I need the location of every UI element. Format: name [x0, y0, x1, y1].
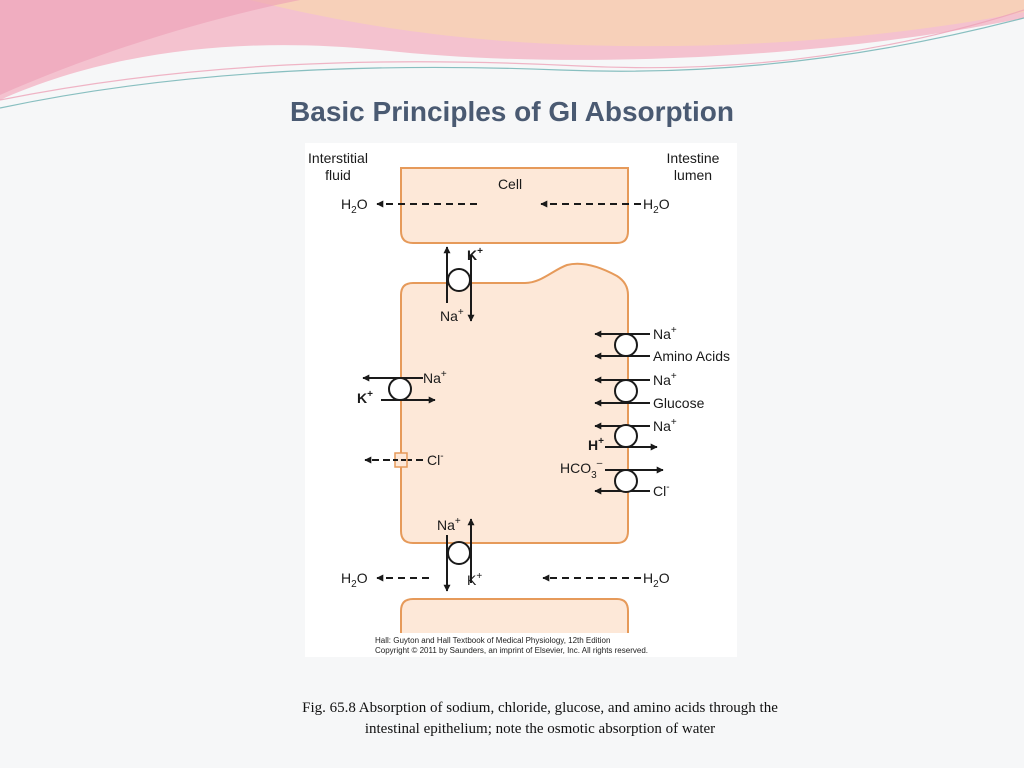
bottom-pump-na-label: Na+ — [437, 516, 461, 533]
bottom-pump-k-label: K+ — [467, 571, 482, 588]
top-cell — [400, 167, 629, 244]
water-label-top-right: H2O — [643, 196, 670, 216]
lumen-label: lumen — [674, 167, 712, 183]
caption-line: intestinal epithelium; note the osmotic … — [364, 721, 716, 737]
glucose-label: Glucose — [653, 395, 705, 411]
absorption-diagram: Interstitial fluid Intestine lumen Cell … — [308, 150, 730, 655]
left-pump-na-label: Na+ — [423, 369, 447, 386]
h-label: H+ — [588, 436, 604, 453]
left-pump-k-label: K+ — [357, 389, 373, 406]
slide-title: Basic Principles of GI Absorption — [290, 96, 734, 127]
figure-credit: Hall: Guyton and Hall Textbook of Medica… — [375, 636, 610, 645]
interstitial-label: Interstitial — [308, 150, 368, 166]
figure-caption: Fig. 65.8 Absorption of sodium, chloride… — [240, 698, 840, 740]
bottom-pump-carrier — [447, 541, 471, 565]
amino-acid-carrier — [614, 333, 638, 357]
top-pump-carrier — [447, 268, 471, 292]
hco3-cl-exchanger-carrier — [614, 469, 638, 493]
left-pump-carrier — [388, 377, 412, 401]
interstitial-label: fluid — [325, 167, 351, 183]
exchanger-cl-label: Cl- — [653, 482, 670, 499]
water-label-bottom-right: H2O — [643, 570, 670, 590]
figure-credit: Copyright © 2011 by Saunders, an imprint… — [375, 646, 648, 655]
bottom-cell — [400, 598, 629, 633]
amino-cotransporter-na-label: Na+ — [653, 325, 677, 342]
chloride-label: Cl- — [427, 451, 444, 468]
main-cell — [400, 262, 629, 544]
cell-label: Cell — [498, 176, 522, 192]
glucose-carrier — [614, 379, 638, 403]
na-h-exchanger-na-label: Na+ — [653, 417, 677, 434]
water-label-bottom-left: H2O — [341, 570, 368, 590]
top-pump-na-label: Na+ — [440, 307, 464, 324]
hco3-label: HCO3– — [560, 458, 603, 481]
caption-line: Fig. 65.8 Absorption of sodium, chloride… — [302, 700, 778, 716]
na-h-exchanger-carrier — [614, 424, 638, 448]
water-label-top-left: H2O — [341, 196, 368, 216]
figure-panel: Interstitial fluid Intestine lumen Cell … — [305, 143, 737, 657]
top-pump-k-label: K+ — [467, 246, 483, 263]
glucose-cotransporter-na-label: Na+ — [653, 371, 677, 388]
amino-acids-label: Amino Acids — [653, 348, 730, 364]
lumen-label: Intestine — [667, 150, 720, 166]
